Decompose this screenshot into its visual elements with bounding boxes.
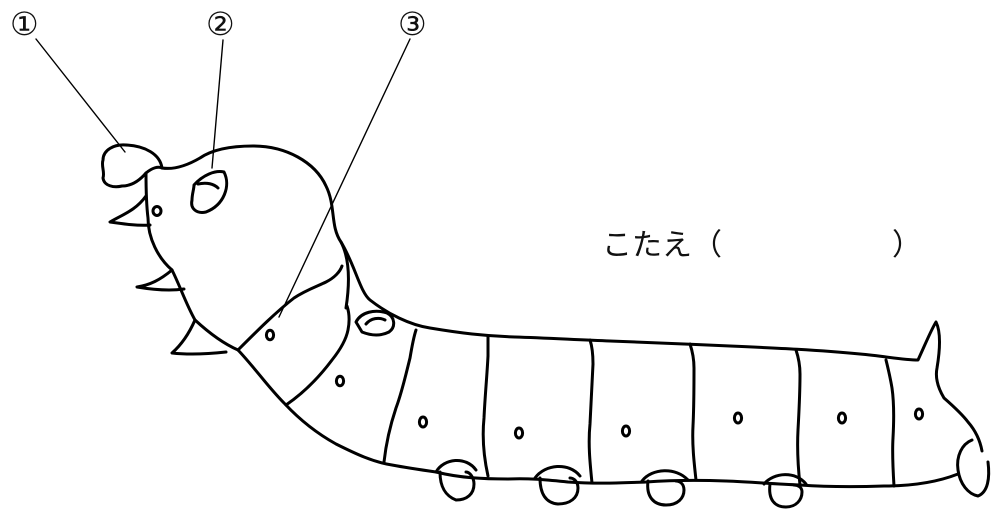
- segment-divider-3: [384, 330, 416, 462]
- spiracle-1: [266, 330, 273, 340]
- body-back-contour: [341, 242, 982, 451]
- spiracle-8: [915, 409, 922, 419]
- silkworm-eye: [153, 207, 161, 216]
- segment-divider-2: [286, 306, 349, 405]
- proleg-4: [770, 484, 802, 507]
- segment-divider-8: [886, 360, 894, 486]
- crescent-marking: [356, 311, 394, 335]
- silkworm-tail: [958, 440, 989, 496]
- lower-bump-2: [535, 466, 580, 478]
- label-one: ①: [10, 8, 39, 40]
- proleg-3: [648, 481, 684, 505]
- segment-divider-7: [796, 350, 800, 485]
- silkworm-snout: [102, 145, 162, 187]
- spiracle-3: [419, 417, 426, 427]
- thoracic-leg-1: [110, 196, 150, 225]
- body-belly-contour: [238, 350, 958, 487]
- spiracle-7: [838, 413, 845, 423]
- label-three: ③: [398, 8, 427, 40]
- spiracle-2: [336, 376, 343, 386]
- eyespot-inner: [198, 183, 218, 188]
- eyespot-marking: [192, 172, 227, 213]
- segment-divider-1: [238, 266, 342, 350]
- lower-bump-1: [436, 460, 476, 472]
- silkworm-head: [126, 145, 348, 308]
- answer-close-paren: ）: [892, 226, 922, 266]
- segment-divider-6: [690, 344, 696, 480]
- pointer-line-one: [36, 39, 125, 152]
- segment-divider-4: [483, 336, 488, 476]
- pointer-line-three: [279, 39, 410, 317]
- answer-prefix: こたえ（: [602, 226, 722, 266]
- crescent-inner: [366, 318, 385, 324]
- answer-line: こたえ（ ）: [602, 226, 922, 266]
- spiracle-5: [622, 426, 629, 436]
- spiracle-6: [734, 413, 741, 423]
- spiracle-4: [515, 428, 522, 438]
- label-two: ②: [206, 8, 235, 40]
- segment-divider-5: [589, 340, 593, 483]
